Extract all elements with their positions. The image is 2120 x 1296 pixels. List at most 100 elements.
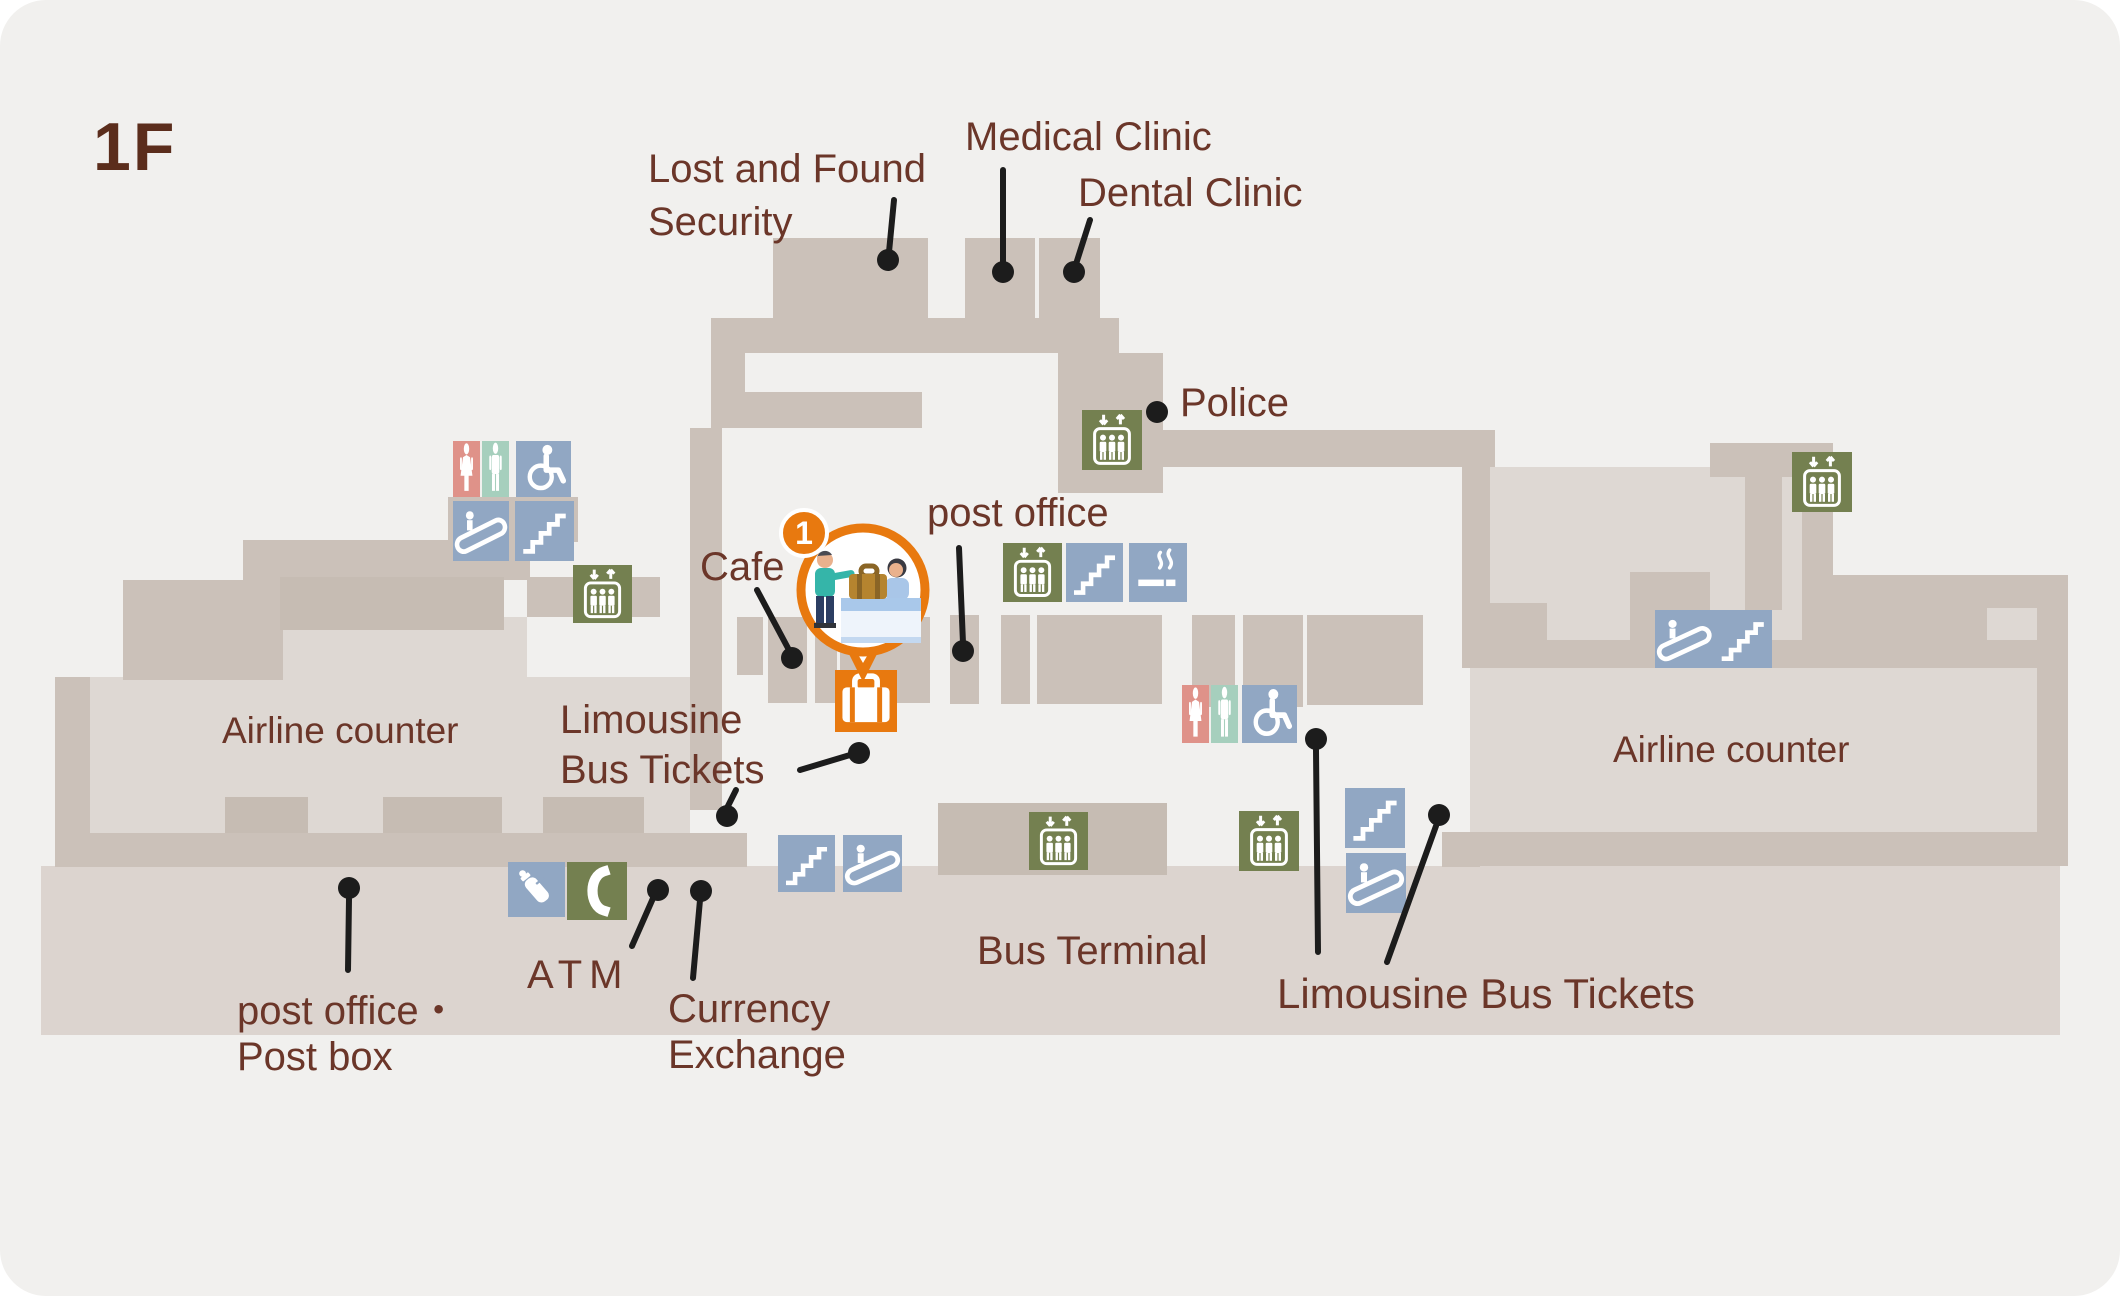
label-police-line: Police bbox=[1180, 381, 1289, 425]
callout-limousine-left bbox=[716, 742, 870, 827]
plan-shape bbox=[123, 580, 283, 680]
plan-shape bbox=[2037, 575, 2068, 865]
elevator-right-icon-glyph bbox=[1250, 814, 1288, 866]
label-airline-counter-left: Airline counter bbox=[222, 710, 459, 752]
stairs-central-icon-glyph bbox=[1073, 555, 1116, 595]
plan-shape bbox=[383, 797, 502, 833]
callouts bbox=[338, 167, 1450, 981]
label-limousine-bus-tickets-left-line: Limousine bbox=[560, 698, 743, 742]
label-limousine-bus-tickets-right: Limousine Bus Tickets bbox=[1277, 970, 1695, 1018]
callout-line bbox=[1073, 217, 1093, 267]
escalator-right-icon bbox=[1346, 853, 1406, 913]
callout-line bbox=[629, 893, 657, 949]
restroom-women-right-icon bbox=[1182, 685, 1209, 743]
callout-post-office-central bbox=[952, 545, 974, 662]
plan-shape bbox=[1442, 832, 1480, 867]
label-currency-exchange-line: Exchange bbox=[668, 1033, 846, 1077]
label-airline-counter-right: Airline counter bbox=[1613, 729, 1850, 771]
wheelchair-icon bbox=[516, 441, 571, 497]
callout-dot bbox=[992, 261, 1014, 283]
stairs-bus-icon bbox=[778, 835, 835, 892]
restroom-men-icon-glyph bbox=[489, 442, 502, 491]
plan-shape bbox=[1470, 668, 2037, 832]
label-dental-clinic: Dental Clinic bbox=[1078, 170, 1303, 216]
plan-shape bbox=[543, 797, 644, 833]
label-cafe: Cafe bbox=[700, 544, 785, 590]
label-lost-and-found-security-line: Lost and Found bbox=[648, 147, 926, 191]
plan-shape bbox=[773, 238, 928, 318]
escalator-icon-glyph bbox=[454, 511, 508, 555]
stairs-icon bbox=[515, 501, 574, 561]
callout-dot bbox=[781, 647, 803, 669]
callout-dot bbox=[877, 249, 899, 271]
callout-dental-clinic bbox=[1063, 217, 1093, 283]
public-phone-icon bbox=[567, 862, 627, 920]
callout-lost-and-found bbox=[877, 197, 899, 271]
plan-shape bbox=[690, 428, 722, 810]
plan-shape bbox=[737, 617, 763, 675]
plan-shape bbox=[711, 318, 1119, 353]
escalator-bus-icon-glyph bbox=[844, 844, 901, 886]
label-lost-and-found-security-line: Security bbox=[648, 200, 793, 244]
callout-dot bbox=[848, 742, 870, 764]
wheelchair-icon-glyph bbox=[527, 444, 567, 491]
callout-dot bbox=[1428, 804, 1450, 826]
label-limousine-bus-tickets-right-line: Limousine Bus Tickets bbox=[1277, 970, 1695, 1017]
wheelchair-right-icon-glyph bbox=[1253, 689, 1293, 737]
callout-dot bbox=[647, 879, 669, 901]
callout-line bbox=[797, 752, 853, 773]
escalator-right-icon-glyph bbox=[1347, 863, 1405, 907]
restroom-men-icon bbox=[482, 441, 509, 497]
plan-shape bbox=[1833, 575, 1987, 668]
baby-care-icon-glyph bbox=[519, 870, 549, 903]
elevator-central-icon bbox=[1003, 543, 1062, 602]
elevator-bus-icon-glyph bbox=[1039, 815, 1078, 866]
callout-dot bbox=[1063, 261, 1085, 283]
label-post-office-post-box-line: post office・ bbox=[237, 989, 459, 1033]
marker-badge-number: 1 bbox=[795, 515, 813, 551]
plan-shape bbox=[711, 353, 745, 392]
callout-line bbox=[1313, 747, 1321, 955]
label-cafe-line: Cafe bbox=[700, 545, 785, 589]
label-post-office-central-line: post office bbox=[927, 491, 1109, 535]
escalator-stairs-east-icon bbox=[1655, 610, 1772, 668]
restroom-women-icon-glyph bbox=[460, 443, 473, 491]
elevator-right-icon bbox=[1239, 811, 1299, 871]
plan-shape bbox=[1490, 603, 1547, 640]
elevator-central-icon-glyph bbox=[1013, 546, 1052, 597]
stairs-right-icon bbox=[1345, 788, 1405, 848]
elevator-east-icon bbox=[1792, 452, 1852, 512]
label-police: Police bbox=[1180, 380, 1289, 426]
label-post-office-post-box-line: Post box bbox=[237, 1035, 393, 1079]
callout-line bbox=[956, 545, 966, 646]
luggage-icon bbox=[842, 673, 890, 723]
plan-shape bbox=[1802, 510, 1833, 640]
restroom-women-right-icon-glyph bbox=[1189, 687, 1202, 737]
callout-post-office-post-box bbox=[338, 877, 360, 973]
restroom-women-icon bbox=[453, 441, 480, 497]
plan-shape bbox=[711, 392, 922, 428]
location-marker-1[interactable]: 1 bbox=[779, 508, 930, 732]
callout-dot bbox=[690, 880, 712, 902]
callout-line bbox=[724, 787, 739, 811]
escalator-bus-icon bbox=[843, 835, 902, 892]
callout-line bbox=[345, 896, 352, 973]
label-bus-terminal: Bus Terminal bbox=[977, 928, 1207, 974]
smoking-area-icon-glyph bbox=[1138, 548, 1176, 587]
callout-line bbox=[1384, 823, 1439, 965]
callout-dot bbox=[1305, 728, 1327, 750]
callout-line bbox=[754, 587, 792, 653]
floor-title: 1F bbox=[93, 109, 177, 185]
callout-dot bbox=[952, 640, 974, 662]
callout-medical-clinic bbox=[992, 167, 1014, 283]
label-currency-exchange-line: Currency bbox=[668, 987, 831, 1031]
callout-police bbox=[1146, 401, 1168, 423]
marker-badge[interactable] bbox=[779, 508, 829, 558]
baby-care-icon bbox=[508, 862, 565, 917]
plan-shape bbox=[1001, 615, 1030, 704]
callout-dot bbox=[716, 805, 738, 827]
label-airline-counter-right-line: Airline counter bbox=[1613, 729, 1850, 770]
